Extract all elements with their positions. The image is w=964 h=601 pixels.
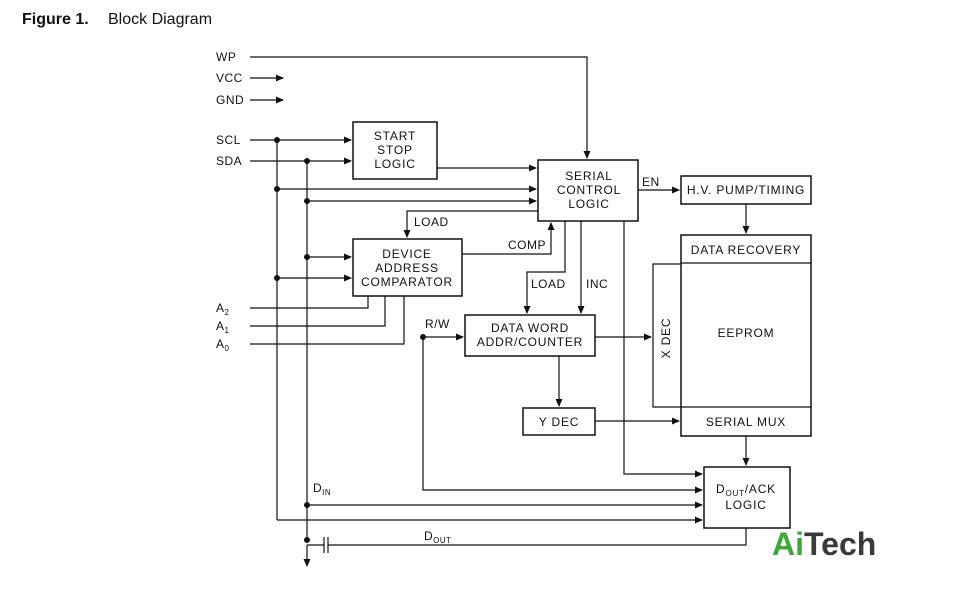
svg-text:DOUT/ACK: DOUT/ACK bbox=[716, 482, 776, 498]
pin-gnd: GND bbox=[216, 93, 244, 107]
svg-text:COMPARATOR: COMPARATOR bbox=[361, 275, 453, 289]
pin-sda: SDA bbox=[216, 154, 242, 168]
svg-text:H.V. PUMP/TIMING: H.V. PUMP/TIMING bbox=[687, 183, 805, 197]
pin-vcc: VCC bbox=[216, 71, 243, 85]
device-address-comparator-block: DEVICE ADDRESS COMPARATOR bbox=[352, 238, 463, 297]
signal-comp: COMP bbox=[508, 238, 546, 252]
serial-mux-label: SERIAL MUX bbox=[706, 415, 786, 429]
signal-load-top: LOAD bbox=[414, 215, 449, 229]
figure-label: Figure 1. bbox=[22, 11, 89, 28]
data-recovery-label: DATA RECOVERY bbox=[691, 243, 801, 257]
eeprom-array-block: DATA RECOVERY EEPROM SERIAL MUX X DEC bbox=[652, 234, 812, 437]
svg-text:LOGIC: LOGIC bbox=[725, 498, 766, 512]
signal-rw: R/W bbox=[425, 317, 450, 331]
svg-text:CONTROL: CONTROL bbox=[557, 183, 621, 197]
aitech-logo: AiTech bbox=[772, 526, 876, 562]
hv-pump-timing-block: H.V. PUMP/TIMING bbox=[680, 175, 812, 205]
signal-din: DIN bbox=[313, 481, 331, 497]
signal-inc: INC bbox=[586, 277, 608, 291]
signal-load-mid: LOAD bbox=[531, 277, 566, 291]
svg-text:ADDRESS: ADDRESS bbox=[375, 261, 439, 275]
y-dec-block: Y DEC bbox=[522, 407, 596, 436]
pin-a2: A2 bbox=[216, 301, 230, 317]
serial-control-logic-block: SERIAL CONTROL LOGIC bbox=[537, 159, 639, 222]
figure-title: Block Diagram bbox=[108, 11, 212, 28]
x-dec-label: X DEC bbox=[659, 318, 673, 359]
junction-dots bbox=[274, 137, 426, 543]
eeprom-label: EEPROM bbox=[718, 326, 775, 340]
svg-text:STOP: STOP bbox=[377, 143, 413, 157]
svg-text:DEVICE: DEVICE bbox=[382, 247, 431, 261]
pin-wp: WP bbox=[216, 50, 236, 64]
svg-text:LOGIC: LOGIC bbox=[374, 157, 415, 171]
svg-text:SERIAL: SERIAL bbox=[565, 169, 613, 183]
data-word-addr-counter-block: DATA WORD ADDR/COUNTER bbox=[464, 314, 596, 357]
pin-a0: A0 bbox=[216, 337, 230, 353]
signal-dout: DOUT bbox=[424, 529, 452, 545]
pin-a1: A1 bbox=[216, 319, 230, 335]
svg-text:START: START bbox=[374, 129, 416, 143]
svg-text:LOGIC: LOGIC bbox=[568, 197, 609, 211]
start-stop-logic-block: START STOP LOGIC bbox=[352, 121, 438, 180]
svg-text:ADDR/COUNTER: ADDR/COUNTER bbox=[477, 335, 583, 349]
wires bbox=[250, 56, 750, 567]
pin-scl: SCL bbox=[216, 133, 241, 147]
svg-text:DATA WORD: DATA WORD bbox=[491, 321, 569, 335]
svg-text:Y DEC: Y DEC bbox=[539, 415, 579, 429]
signal-en: EN bbox=[642, 175, 660, 189]
dout-ack-logic-block: DOUT/ACK LOGIC bbox=[703, 466, 791, 529]
